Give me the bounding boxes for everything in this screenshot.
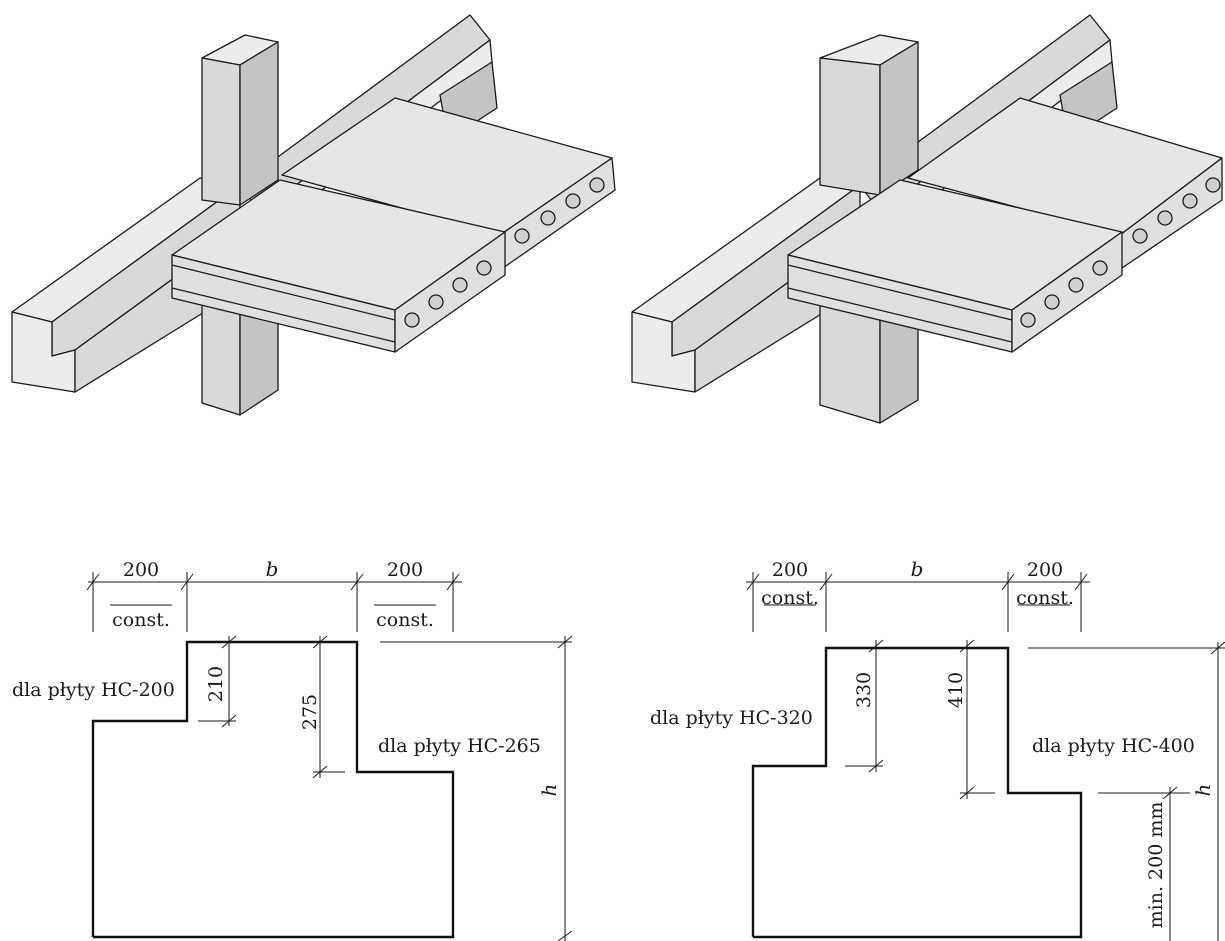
dim-tick xyxy=(746,573,760,591)
column-top-side xyxy=(879,41,919,196)
column-top-front xyxy=(201,57,241,206)
dim-top-left-note: const. xyxy=(112,609,170,631)
dim-tick xyxy=(868,639,884,653)
dim-top-right-note: const. xyxy=(376,609,434,631)
dim-tick xyxy=(959,639,975,653)
dim-step-right: 275 xyxy=(299,694,321,730)
slab-rear-core xyxy=(1132,228,1148,244)
dim-tick xyxy=(1001,573,1015,591)
dim-tick xyxy=(1074,573,1088,591)
dim-tick xyxy=(221,635,237,649)
dim-top-left-note: const. xyxy=(761,587,819,609)
column-top-side xyxy=(239,41,279,206)
section-outline xyxy=(91,640,455,939)
dim-tick xyxy=(819,573,833,591)
dim-tick xyxy=(1162,786,1178,800)
slab-front-core xyxy=(1044,294,1060,310)
slab-front-core xyxy=(476,260,492,276)
column-top-front xyxy=(819,57,881,196)
slab-rear-core xyxy=(589,177,605,193)
slab-rear-core xyxy=(514,228,530,244)
dim-step-left: 330 xyxy=(853,672,875,708)
slab-front-side xyxy=(394,231,506,353)
slab-front-core xyxy=(1092,260,1108,276)
dim-tick xyxy=(446,573,460,591)
isometric-view-left xyxy=(11,14,616,416)
slab-front-core xyxy=(1020,312,1036,328)
slab-rear-core xyxy=(1205,177,1221,193)
dim-top-mid: b xyxy=(911,557,924,581)
dim-top-right-note: const. xyxy=(1016,587,1074,609)
dim-tick xyxy=(557,930,573,941)
dim-height: h xyxy=(1191,784,1215,797)
dim-step-right: 410 xyxy=(945,672,967,708)
slab-front-core xyxy=(428,294,444,310)
slab-front-joint-line xyxy=(171,264,396,321)
slab-front-core xyxy=(1068,277,1084,293)
slab-front-core xyxy=(404,312,420,328)
slab-rear-core xyxy=(540,210,556,226)
slab-rear-core xyxy=(1182,193,1198,209)
dim-tick xyxy=(350,573,364,591)
slab-front-side xyxy=(1011,231,1123,353)
slab-front-joint-line xyxy=(787,287,1013,343)
slab-front-joint-line xyxy=(787,264,1013,321)
dim-tick xyxy=(1210,641,1225,655)
dim-min: min. 200 mm xyxy=(1145,802,1167,929)
cross-section-left: 200 const. b 200 const. 210 275 h dla pł… xyxy=(12,557,573,941)
dim-tick xyxy=(86,573,100,591)
slab-front-joint-line xyxy=(171,287,396,343)
dim-height: h xyxy=(537,784,561,797)
dim-top-mid: b xyxy=(266,557,279,581)
section-outline xyxy=(751,646,1083,939)
label-slab-hc200: dla płyty HC-200 xyxy=(12,679,175,701)
dim-top-left-value: 200 xyxy=(772,559,808,581)
slab-front-core xyxy=(452,277,468,293)
label-slab-hc265: dla płyty HC-265 xyxy=(378,735,541,757)
isometric-view-right xyxy=(631,14,1223,424)
cross-section-right: 200 const. b 200 const. 330 410 h min. 2… xyxy=(650,557,1225,941)
slab-rear-core xyxy=(565,193,581,209)
dim-top-right-value: 200 xyxy=(387,559,423,581)
dim-tick xyxy=(557,635,573,649)
slab-rear-core xyxy=(1157,210,1173,226)
label-slab-hc320: dla płyty HC-320 xyxy=(650,707,813,729)
label-slab-hc400: dla płyty HC-400 xyxy=(1032,735,1195,757)
dim-step-left: 210 xyxy=(205,666,227,702)
dim-tick xyxy=(312,635,328,649)
dim-top-right-value: 200 xyxy=(1027,559,1063,581)
dim-tick xyxy=(180,573,194,591)
column-bottom-front xyxy=(201,299,241,416)
dim-top-left-value: 200 xyxy=(123,559,159,581)
